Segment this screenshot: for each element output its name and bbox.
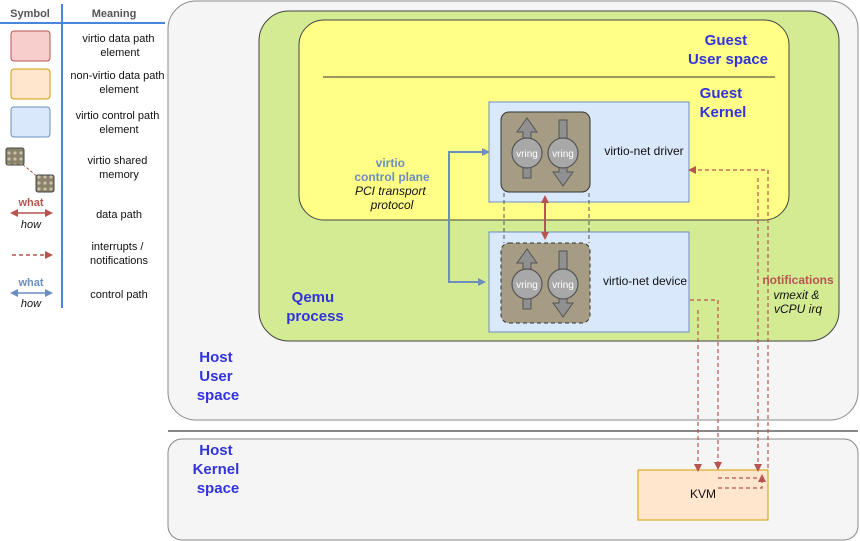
control-plane-subtitle: PCI transport protocol	[355, 184, 429, 212]
legend-meaning-data-path: data path	[96, 209, 142, 221]
notifications-subtitle: vmexit & vCPU irq	[773, 288, 822, 316]
legend-swatch-virtio-data	[10, 30, 51, 62]
legend-header-symbol: Symbol	[10, 8, 50, 20]
vring-label: vring	[516, 149, 538, 160]
device-vring-block: vring vring	[500, 242, 591, 324]
kvm-label: KVM	[690, 487, 716, 501]
control-plane-title: virtio control plane	[354, 156, 430, 184]
legend-data-path-how: how	[21, 219, 42, 231]
legend-swatch-control	[10, 106, 51, 138]
virtio-net-driver-label: virtio-net driver	[604, 144, 683, 158]
vring-circle	[547, 137, 579, 169]
notification-paths	[688, 166, 769, 489]
host-user-space-label: Host User space	[197, 349, 240, 404]
vring-label: vring	[516, 280, 538, 291]
driver-vring-block: vring vring	[500, 111, 591, 193]
qemu-process-label: Qemu process	[286, 289, 344, 325]
guest-user-space-label: Guest User space	[688, 32, 768, 68]
legend-meaning-shared-memory: virtio shared memory	[88, 155, 151, 181]
vring-circle	[547, 268, 579, 300]
legend: Symbol Meaning what how what how virtio …	[0, 4, 167, 310]
legend-shared-memory-icon	[5, 147, 55, 193]
host-kernel-space-label: Host Kernel space	[193, 442, 244, 497]
legend-swatch-non-virtio	[10, 68, 51, 100]
legend-control-path-how: how	[21, 298, 42, 310]
control-plane-arrow	[448, 148, 490, 286]
legend-data-path-what: what	[17, 197, 43, 209]
vring-circle	[511, 268, 543, 300]
legend-header-meaning: Meaning	[92, 8, 137, 20]
legend-meaning-non-virtio: non-virtio data path element	[70, 70, 167, 96]
vring-label: vring	[552, 149, 574, 160]
legend-meaning-control: virtio control path element	[76, 110, 163, 136]
legend-control-path-what: what	[17, 277, 43, 289]
guest-kernel-label: Guest Kernel	[700, 85, 747, 121]
vring-circle	[511, 137, 543, 169]
vring-label: vring	[552, 280, 574, 291]
legend-meaning-control-path: control path	[90, 289, 147, 301]
legend-meaning-interrupts: interrupts / notifications	[90, 241, 149, 267]
notifications-title: notifications	[762, 273, 834, 287]
virtio-net-device-label: virtio-net device	[603, 274, 687, 288]
legend-meaning-virtio-data: virtio data path element	[82, 33, 157, 59]
